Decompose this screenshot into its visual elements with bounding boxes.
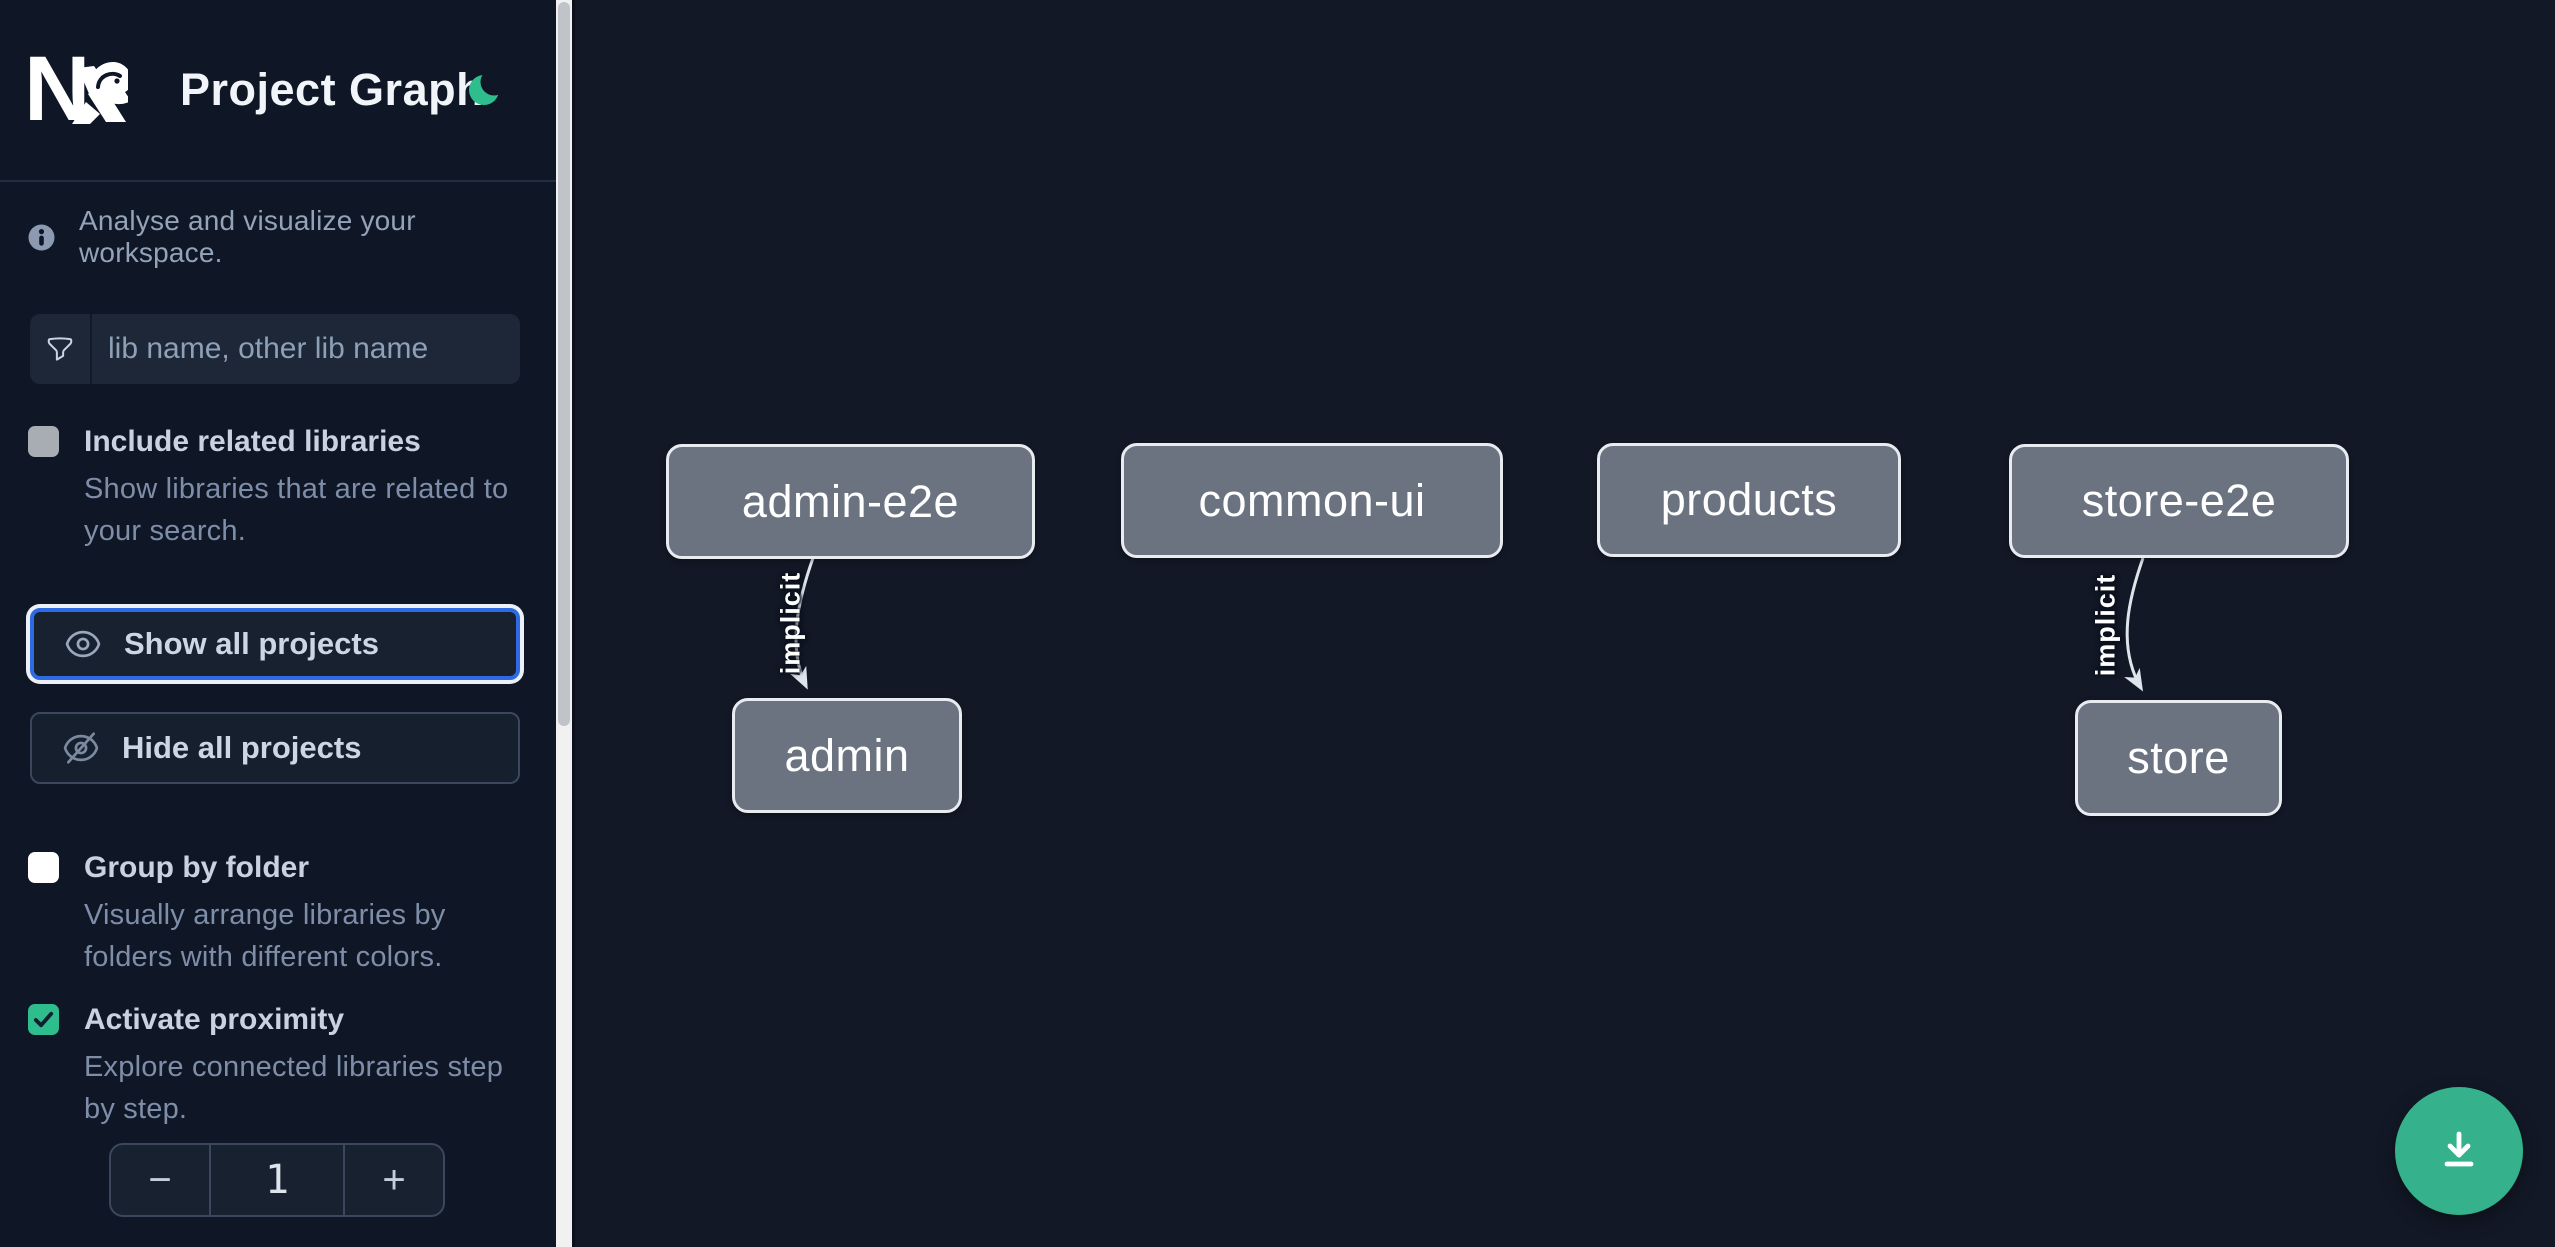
include-related-label: Include related libraries bbox=[84, 425, 421, 458]
filter-input[interactable] bbox=[92, 314, 520, 384]
graph-node-store-e2e[interactable]: store-e2e bbox=[2009, 444, 2349, 558]
stepper-value[interactable]: 1 bbox=[209, 1145, 345, 1215]
stepper-decrement-button[interactable]: − bbox=[111, 1145, 209, 1215]
checkmark-icon bbox=[33, 1011, 54, 1028]
edge-admin-e2e-to-admin bbox=[790, 557, 815, 690]
activate-proximity-checkbox[interactable] bbox=[28, 1004, 59, 1035]
sidebar-scrollbar-track[interactable] bbox=[556, 0, 572, 1247]
option-group-by-folder: Group by folder Visually arrange librari… bbox=[28, 850, 528, 978]
graph-edges bbox=[790, 557, 2145, 692]
group-by-folder-checkbox[interactable] bbox=[28, 852, 59, 883]
nx-logo-icon: N bbox=[28, 46, 128, 124]
option-activate-proximity: Activate proximity Explore connected lib… bbox=[28, 1002, 528, 1130]
graph-node-admin[interactable]: admin bbox=[732, 698, 962, 813]
workspace-info-row: Analyse and visualize your workspace. bbox=[28, 205, 528, 269]
hide-all-projects-button[interactable]: Hide all projects bbox=[30, 712, 520, 784]
show-all-projects-button[interactable]: Show all projects bbox=[30, 608, 520, 680]
workspace-info-text: Analyse and visualize your workspace. bbox=[79, 205, 416, 268]
graph-node-store[interactable]: store bbox=[2075, 700, 2282, 816]
download-graph-button[interactable] bbox=[2395, 1087, 2523, 1215]
include-related-checkbox[interactable] bbox=[28, 426, 59, 457]
sidebar-scrollbar-thumb[interactable] bbox=[558, 2, 570, 726]
graph-node-common-ui[interactable]: common-ui bbox=[1121, 443, 1503, 558]
svg-text:N: N bbox=[28, 46, 90, 124]
info-icon bbox=[28, 224, 55, 250]
activate-proximity-description: Explore connected libraries step by step… bbox=[84, 1051, 504, 1125]
sidebar: N Project Graph Analyse and visualize yo… bbox=[0, 0, 556, 1247]
edge-label-admin-e2e: implicit bbox=[775, 571, 806, 675]
hide-all-projects-label: Hide all projects bbox=[122, 730, 362, 765]
group-by-folder-label: Group by folder bbox=[84, 851, 309, 884]
graph-node-products[interactable]: products bbox=[1597, 443, 1901, 557]
stepper-increment-button[interactable]: + bbox=[345, 1145, 443, 1215]
sidebar-header: N Project Graph bbox=[0, 0, 556, 182]
dark-mode-toggle-moon-icon[interactable] bbox=[468, 70, 506, 108]
sidebar-canvas-divider bbox=[572, 0, 575, 1247]
eye-slash-icon bbox=[63, 732, 99, 764]
group-by-folder-description: Visually arrange libraries by folders wi… bbox=[84, 899, 446, 973]
show-all-projects-label: Show all projects bbox=[124, 626, 379, 661]
activate-proximity-label: Activate proximity bbox=[84, 1003, 345, 1036]
edge-label-store-e2e: implicit bbox=[2090, 573, 2121, 677]
page-title: Project Graph bbox=[180, 64, 485, 115]
funnel-icon bbox=[30, 314, 92, 384]
edge-store-e2e-to-store bbox=[2124, 557, 2145, 692]
download-icon bbox=[2444, 1131, 2474, 1167]
include-related-description: Show libraries that are related to your … bbox=[84, 473, 509, 547]
graph-node-admin-e2e[interactable]: admin-e2e bbox=[666, 444, 1035, 559]
filter-box bbox=[30, 314, 520, 384]
option-include-related: Include related libraries Show libraries… bbox=[28, 424, 528, 552]
eye-icon bbox=[65, 630, 101, 658]
proximity-depth-stepper: − 1 + bbox=[109, 1143, 445, 1217]
graph-canvas[interactable]: admin-e2e common-ui products store-e2e admin… bbox=[575, 0, 2555, 1247]
